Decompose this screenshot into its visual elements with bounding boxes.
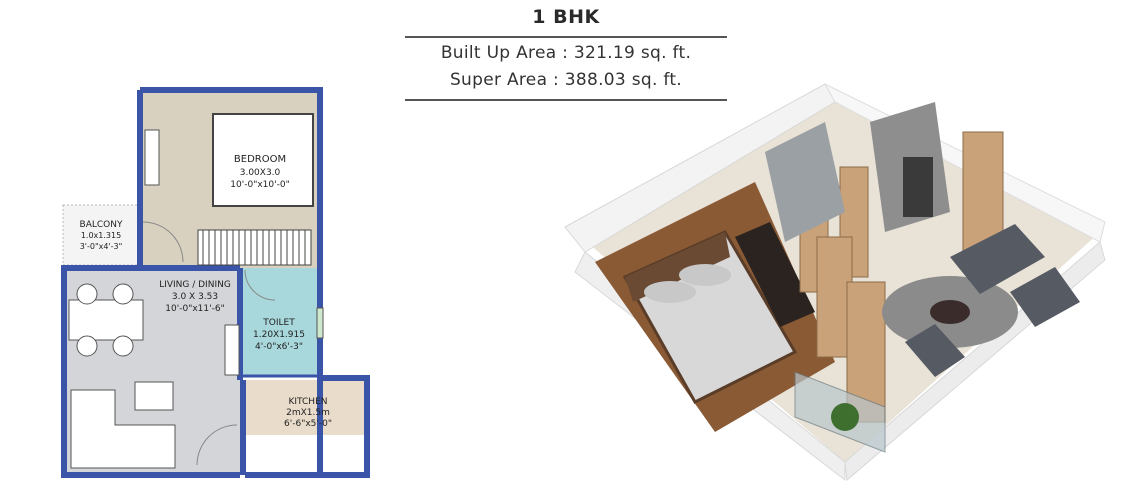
toilet-floor [241,268,319,376]
wardrobe [144,129,160,186]
kitchen-dim-m: 2mX1.5m [286,408,330,418]
living-dim-ft: 10'-0"x11'-6" [165,304,224,314]
plan-header: 1 BHK Built Up Area : 321.19 sq. ft. Sup… [405,0,727,104]
tv-unit [224,324,240,376]
toilet-name: TOILET [262,318,295,328]
dining-chair [112,335,134,357]
kitchen-name: KITCHEN [289,397,328,407]
plant-3d [831,403,859,431]
partition-3d [816,236,853,358]
dining-chair [76,335,98,357]
steps [197,229,312,266]
pillow [679,264,731,286]
armchair-3d [1010,267,1080,327]
kitchen-oven [903,157,933,217]
balcony-dim-ft: 3'-0"x4'-3" [80,242,123,251]
unit-type-title: 1 BHK [532,6,600,28]
toilet-door [244,269,276,301]
dining-chair [76,283,98,305]
dining-chair [112,283,134,305]
kitchen-door [196,424,238,466]
bedroom-dim-m: 3.00X3.0 [240,168,281,178]
bedroom-dim-ft: 10'-0"x10'-0" [230,180,289,190]
balcony-name: BALCONY [80,220,123,230]
toilet-dim-m: 1.20X1.915 [253,330,305,340]
walls [61,87,370,478]
toilet-3d [765,122,845,242]
sofa-3d [950,224,1045,294]
living-name: LIVING / DINING [159,280,231,290]
bedroom-name: BEDROOM [234,154,286,165]
toilet-window [316,307,324,339]
living-dim-m: 3.0 X 3.53 [172,292,218,302]
dining-table [68,299,144,341]
floor-plan-2d: BEDROOM 3.00X3.0 10'-0"x10'-0" BALCONY 1… [61,87,370,478]
kitchen-floor [241,380,365,435]
coffee-table-3d [930,300,970,324]
sofa [70,389,176,469]
toilet-dim-ft: 4'-0"x6'-3" [255,342,303,352]
kitchen-dim-ft: 6'-6"x5'-0" [284,419,332,429]
balcony-dim-m: 1.0x1.315 [81,231,121,240]
wardrobe-3d [735,222,815,327]
built-up-area-text: Built Up Area : 321.19 sq. ft. [440,43,692,63]
header-divider-top [405,36,727,38]
bedroom-door [142,221,184,263]
isometric-3d-render [564,82,1106,482]
super-area-text: Super Area : 388.03 sq. ft. [449,70,683,90]
pillow [644,281,696,303]
bed [212,113,314,207]
coffee-table [134,381,174,411]
header-divider-bottom [405,99,727,101]
armchair-3d [905,324,965,377]
